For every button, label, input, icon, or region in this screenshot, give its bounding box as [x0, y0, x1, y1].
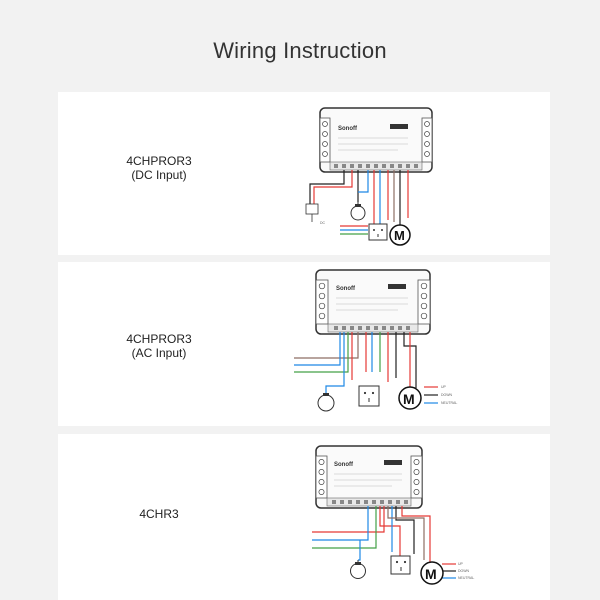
- wiring-diagram: Sonoff: [305, 107, 433, 246]
- input-type: (DC Input): [131, 168, 187, 182]
- device-logo: Sonoff: [334, 462, 354, 468]
- wires: [294, 332, 438, 404]
- motor: M: [398, 386, 422, 410]
- page-title: Wiring Instruction: [213, 38, 387, 63]
- model-name: 4CHR3: [139, 507, 179, 521]
- switch-module: Sonoff: [319, 107, 433, 173]
- svg-text:DC: DC: [320, 221, 326, 225]
- model-name: 4CHPROR3: [126, 332, 192, 346]
- device-logo: Sonoff: [336, 286, 356, 292]
- wires: [309, 170, 409, 235]
- panel-dc-input: 4CHPROR3 (DC Input) Sonoff: [58, 92, 550, 255]
- legend-down: DOWN: [458, 569, 470, 573]
- legend: UP DOWN NEUTRAL: [458, 562, 474, 580]
- legend-up: UP: [441, 385, 447, 389]
- wires: [312, 506, 456, 579]
- motor-symbol: M: [425, 566, 437, 582]
- switch-module: Sonoff: [315, 445, 423, 509]
- legend-neutral: NEUTRAL: [441, 401, 457, 405]
- motor: M: [420, 561, 444, 585]
- wiring-diagram: Sonoff: [312, 445, 474, 585]
- dc-adapter: DC: [305, 203, 326, 225]
- power-socket: [390, 555, 411, 575]
- wiring-diagram: Sonoff: [294, 269, 457, 412]
- motor-symbol: M: [403, 391, 415, 407]
- light-bulb: [350, 202, 366, 221]
- light-bulb: [317, 393, 335, 412]
- legend: UP DOWN NEUTRAL: [441, 385, 457, 405]
- legend-up: UP: [458, 562, 464, 566]
- light-bulb: [350, 560, 366, 579]
- legend-down: DOWN: [441, 393, 453, 397]
- input-type: (AC Input): [131, 346, 187, 360]
- device-logo: Sonoff: [338, 126, 358, 132]
- panel-4chr3: 4CHR3 Sonoff: [58, 434, 550, 600]
- panel-ac-input: 4CHPROR3 (AC Input) Sonoff: [58, 262, 550, 426]
- motor-symbol: M: [394, 228, 405, 243]
- panel-label: 4CHR3: [84, 507, 234, 521]
- power-socket: [358, 385, 380, 407]
- panel-label: 4CHPROR3 (DC Input): [84, 154, 234, 182]
- switch-module: Sonoff: [315, 269, 431, 335]
- motor: M: [389, 224, 411, 246]
- panel-label: 4CHPROR3 (AC Input): [84, 332, 234, 360]
- legend-neutral: NEUTRAL: [458, 576, 474, 580]
- power-socket: [368, 223, 388, 241]
- model-name: 4CHPROR3: [126, 154, 192, 168]
